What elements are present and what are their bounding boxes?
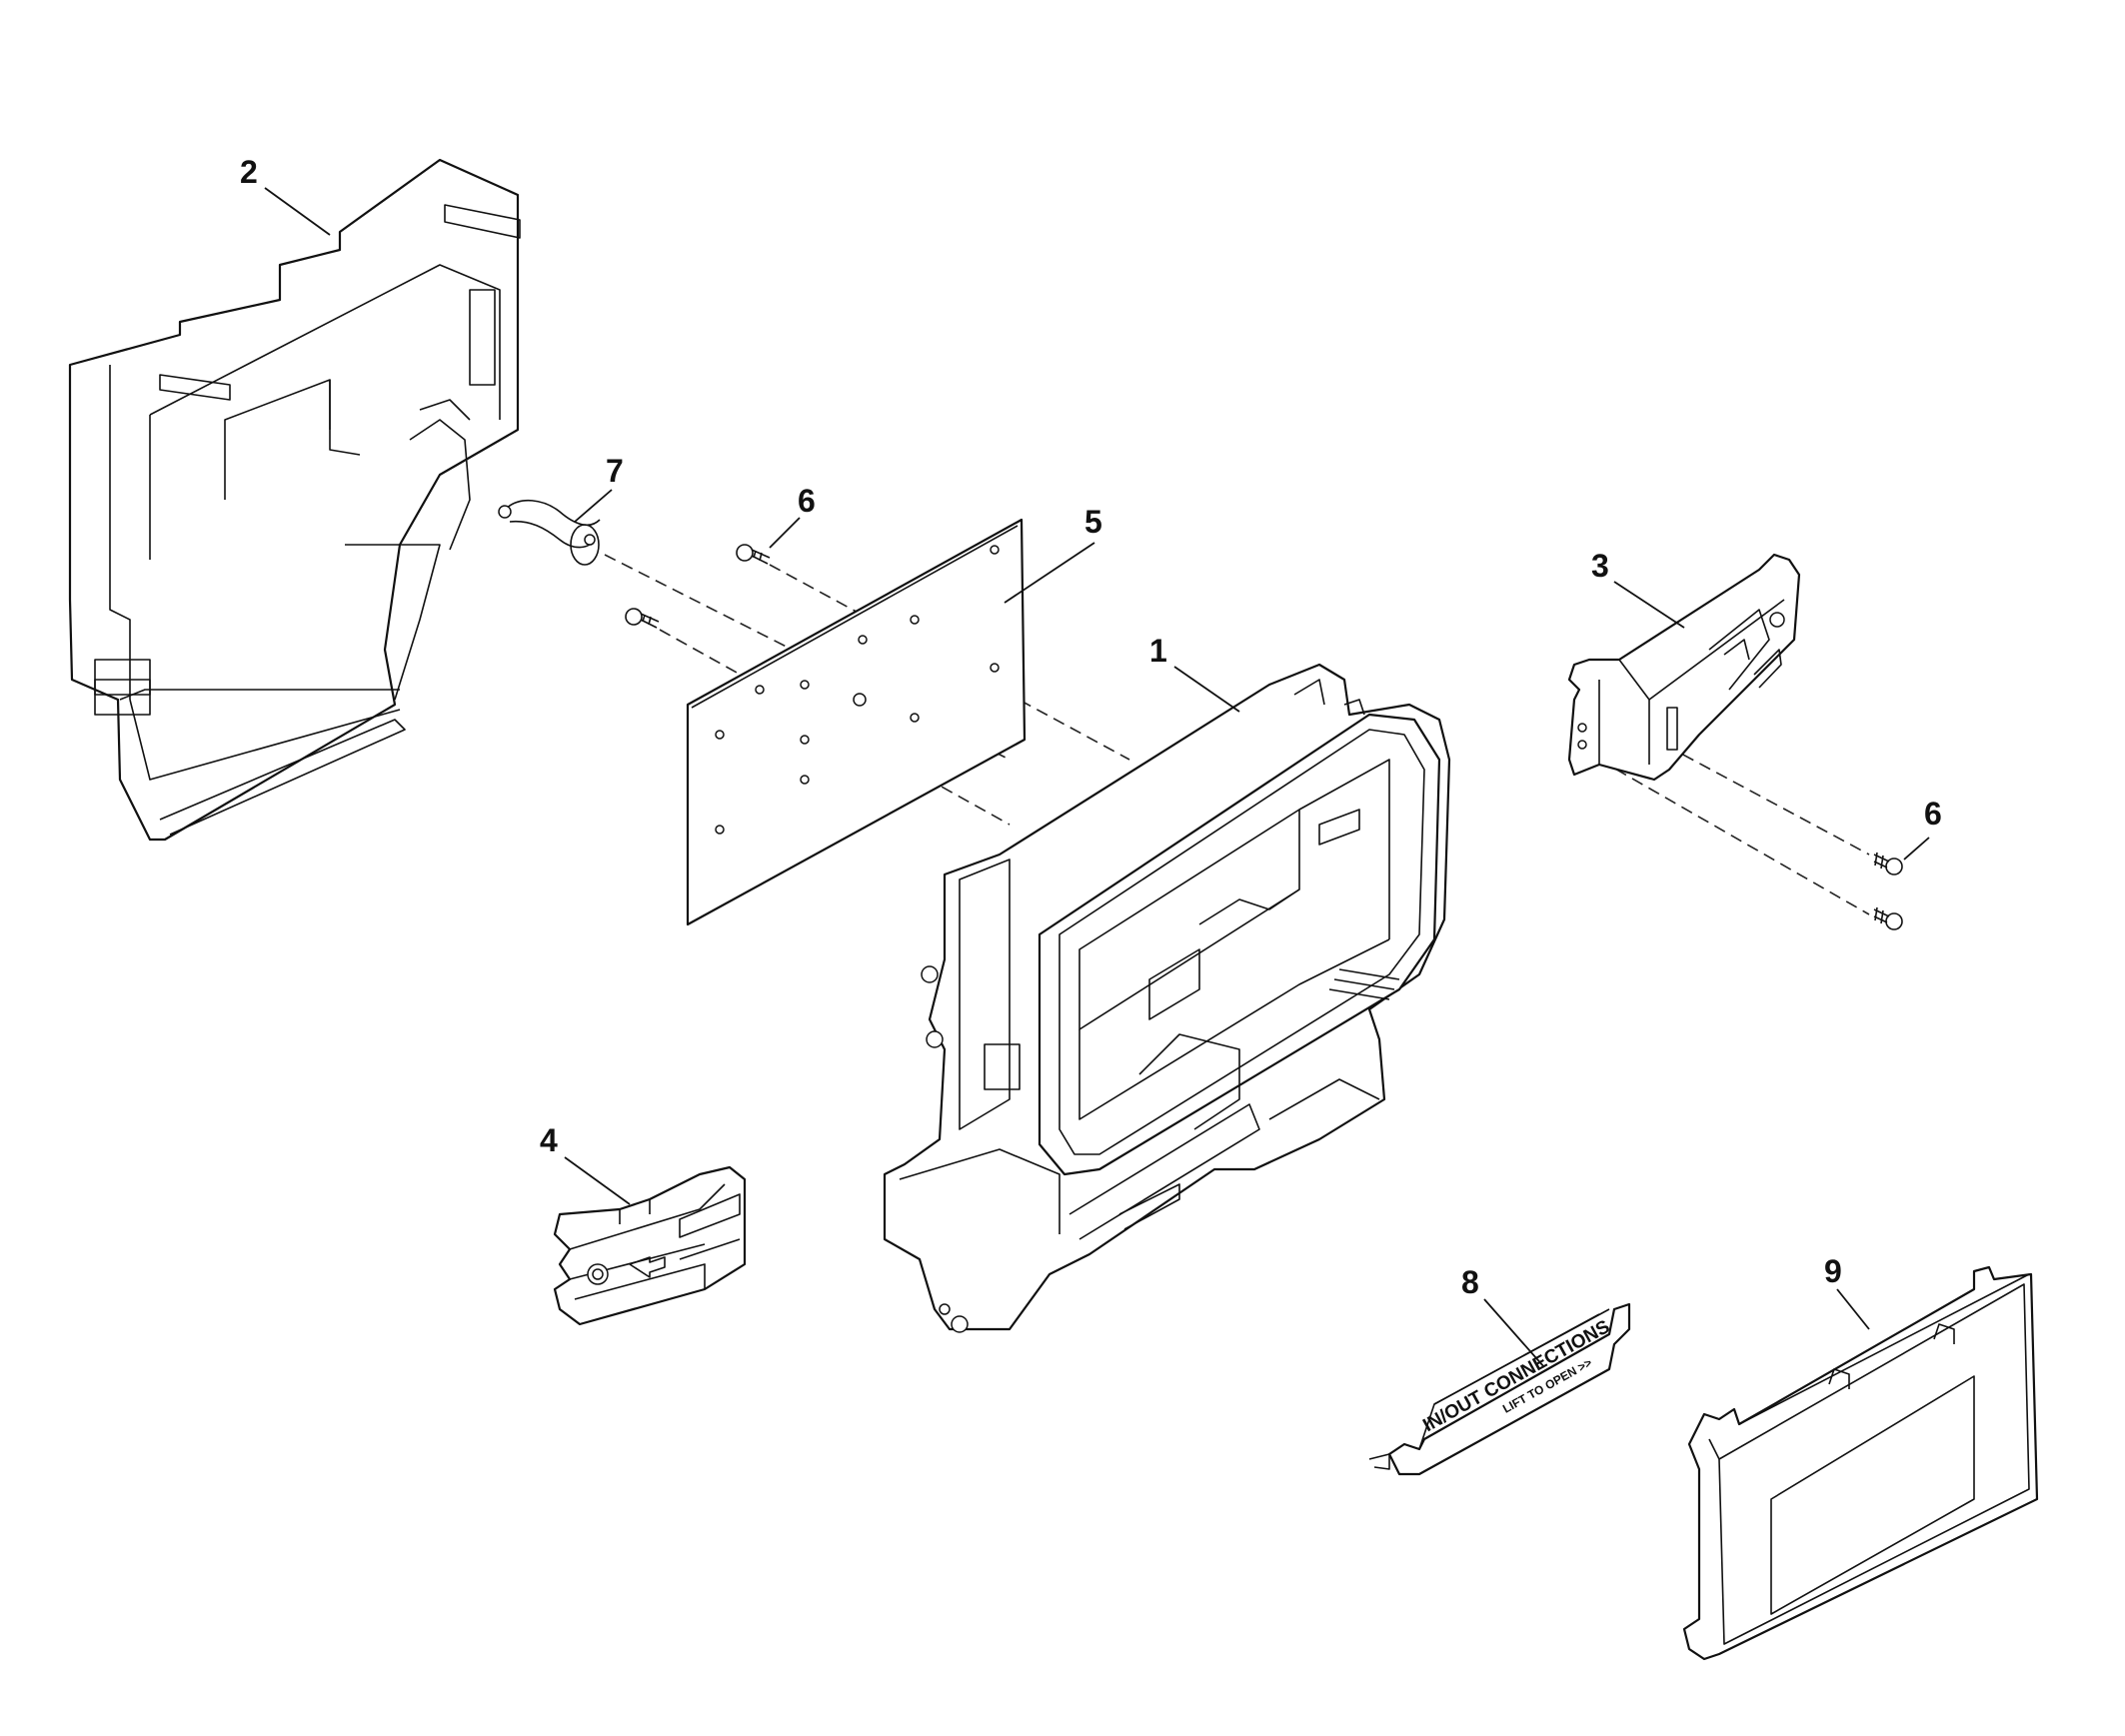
part-6-screws-right [1873,852,1903,930]
part-2-rear-cover [68,158,521,842]
callout-6-upper: 6 [798,483,816,519]
part-4-latch-clip [553,1165,747,1326]
leader-lines [264,187,1930,1368]
screw-icon [1873,852,1903,875]
callout-5: 5 [1084,504,1102,540]
part-8-connections-cover: IN/OUT CONNECTIONS LIFT TO OPEN >> [1368,1302,1631,1476]
callout-3: 3 [1591,548,1609,584]
part-6-screws-upper [625,544,771,629]
callout-numbers: 1 2 3 4 5 6 6 7 8 9 [240,154,1942,1300]
screw-icon [625,608,660,629]
callout-1: 1 [1149,633,1167,669]
callout-2: 2 [240,154,258,190]
part-5-circuit-board [686,518,1027,926]
part-1-main-frame [883,663,1451,1333]
part-7-wire-clip [498,499,601,566]
screw-icon [1873,906,1903,930]
callout-9: 9 [1824,1253,1842,1289]
callout-6-right: 6 [1924,796,1942,832]
part-9-front-cover [1682,1265,2039,1661]
callout-8: 8 [1461,1264,1479,1300]
part-3-side-bracket [1567,553,1801,782]
callout-7: 7 [606,453,624,489]
screw-icon [736,544,771,565]
callout-4: 4 [540,1122,558,1158]
